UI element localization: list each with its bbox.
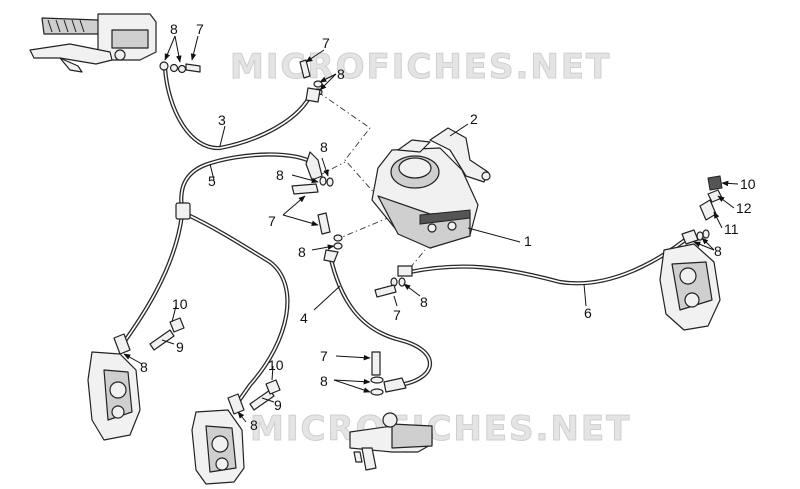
- callout-7-top: 7: [322, 35, 330, 51]
- rear-caliper: [659, 243, 721, 331]
- front-caliper-left: [87, 351, 141, 441]
- callout-5: 5: [208, 173, 216, 189]
- callout-8-hose6: 8: [420, 294, 428, 310]
- callout-labels: 8 7 7 8 3 2 8 5 8 7 8 1 4 8 7 6 7 8 10 1…: [140, 21, 756, 433]
- callout-8-right-caliper: 8: [250, 417, 258, 433]
- callout-8-top: 8: [337, 66, 345, 82]
- callout-10-right: 10: [268, 357, 284, 373]
- callout-9-left: 9: [176, 339, 184, 355]
- callout-8-left-caliper: 8: [140, 359, 148, 375]
- handlebar-master-cylinder: [29, 13, 157, 73]
- callout-10-left: 10: [172, 296, 188, 312]
- brake-hose-4: [327, 252, 432, 388]
- callout-8-rear: 8: [714, 243, 722, 259]
- callout-7-top-left: 7: [196, 21, 204, 37]
- brake-hose-3: [162, 65, 315, 151]
- callout-6: 6: [584, 305, 592, 321]
- brake-hose-6: [407, 233, 693, 286]
- abs-modulator-unit: [371, 139, 479, 249]
- callout-10-rear: 10: [740, 176, 756, 192]
- leader-lines: [123, 35, 739, 423]
- abs-bracket: [429, 127, 491, 183]
- fittings: [113, 59, 723, 415]
- callout-7-hose6: 7: [393, 307, 401, 323]
- callout-12: 12: [736, 200, 752, 216]
- watermark-top: MICROFICHES.NET: [230, 47, 611, 87]
- callout-7-mid: 7: [268, 213, 276, 229]
- callout-8-mid: 8: [276, 167, 284, 183]
- callout-8-bottom: 8: [320, 373, 328, 389]
- rear-master-cylinder: [349, 412, 433, 471]
- callout-2: 2: [470, 111, 478, 127]
- callout-8-hose4: 8: [298, 244, 306, 260]
- callout-1: 1: [524, 233, 532, 249]
- callout-7-bottom: 7: [320, 348, 328, 364]
- watermark-bottom: MICROFICHES.NET: [250, 409, 631, 449]
- callout-9-right: 9: [274, 397, 282, 413]
- callout-8-top-left: 8: [170, 21, 178, 37]
- callout-8-hose5: 8: [320, 139, 328, 155]
- callout-3: 3: [218, 112, 226, 128]
- front-caliper-right: [191, 409, 245, 485]
- brake-hose-5: [119, 152, 318, 408]
- callout-4: 4: [300, 310, 308, 326]
- callout-11: 11: [724, 221, 739, 237]
